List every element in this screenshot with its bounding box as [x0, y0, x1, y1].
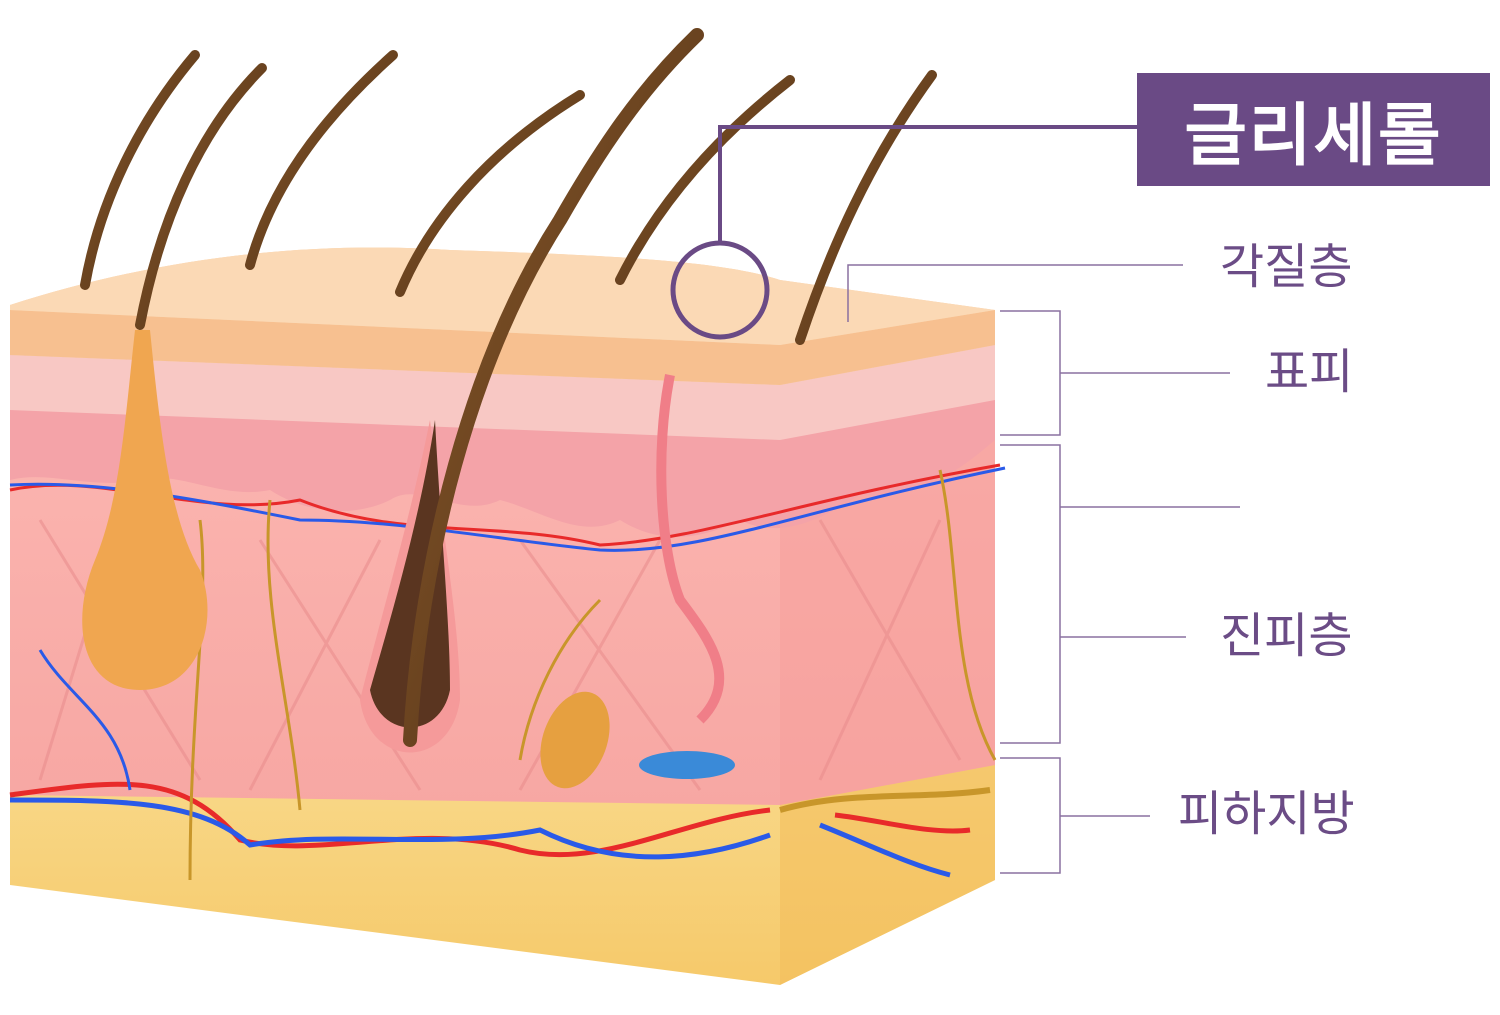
layer-label-stratum-corneum: 각질층 [1220, 239, 1353, 295]
epidermis-layer [10, 345, 995, 537]
glycerol-callout-box: 글리세롤 [1137, 73, 1490, 186]
blood-vessels [9, 463, 1006, 878]
layer-label-dermis: 진피층 [1220, 608, 1353, 664]
layer-brackets [847, 264, 1240, 874]
nerves [188, 469, 997, 881]
layer-label-epidermis: 표피 [1265, 344, 1354, 400]
hair-follicle [360, 374, 735, 789]
layer-label-subcutaneous-fat: 피하지방 [1178, 786, 1355, 842]
subcutaneous-fat-layer [10, 760, 995, 985]
callout-connector [670, 125, 1137, 340]
hairs [80, 28, 937, 747]
glycerol-label: 글리세롤 [1184, 97, 1443, 176]
sebaceous-gland [82, 330, 208, 690]
